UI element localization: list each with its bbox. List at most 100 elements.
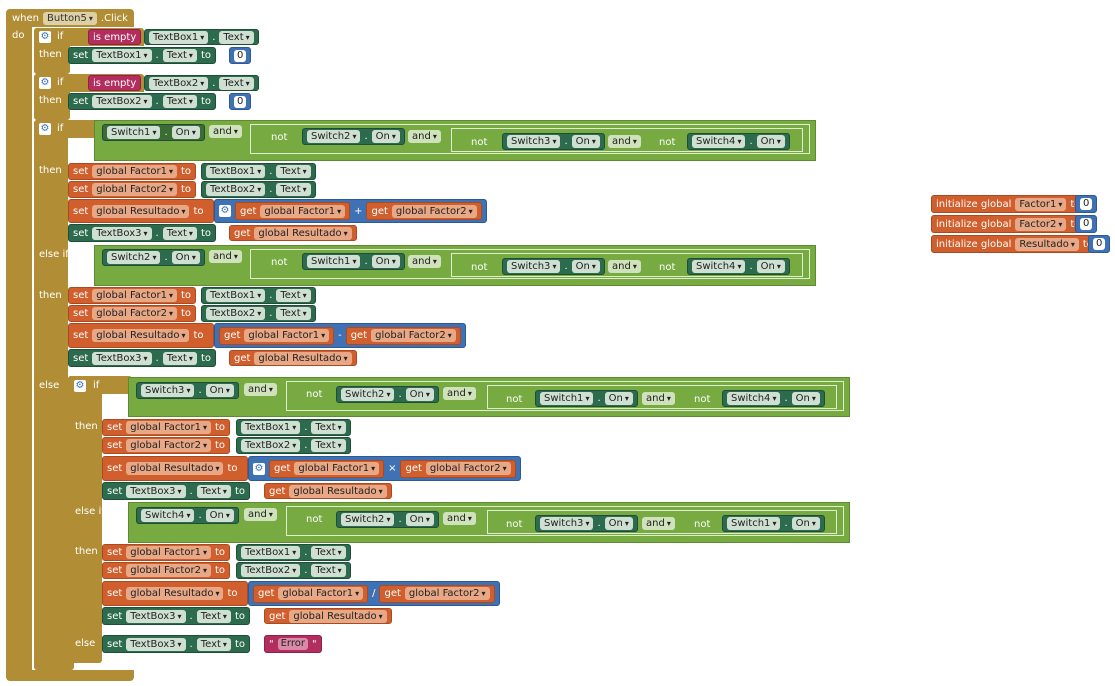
textbox1-text-getter[interactable]: TextBox1.Text bbox=[236, 544, 351, 561]
property-dropdown[interactable]: Text bbox=[219, 76, 254, 90]
variable-dropdown[interactable]: global Resultado bbox=[92, 204, 190, 218]
switch1-on-getter[interactable]: Switch1.On bbox=[722, 515, 825, 532]
switch2-on-getter[interactable]: Switch2.On bbox=[336, 511, 439, 528]
number-value[interactable]: 0 bbox=[234, 49, 247, 62]
number-block[interactable]: 0 bbox=[1088, 235, 1111, 253]
number-block[interactable]: 0 bbox=[1075, 215, 1098, 233]
variable-name-field[interactable]: Factor2 bbox=[1015, 217, 1067, 231]
nested-if-block[interactable] bbox=[68, 376, 102, 663]
textbox1-text-getter[interactable]: TextBox1.Text bbox=[201, 287, 316, 304]
and-dropdown[interactable]: and bbox=[408, 130, 441, 143]
is-empty-block[interactable]: is empty bbox=[88, 29, 142, 45]
property-dropdown[interactable]: Text bbox=[162, 95, 197, 108]
component-dropdown[interactable]: TextBox1 bbox=[149, 30, 209, 44]
and-dropdown[interactable]: and bbox=[244, 383, 277, 396]
and-dropdown[interactable]: and bbox=[408, 255, 441, 268]
number-value[interactable]: 0 bbox=[1093, 238, 1106, 250]
initialize-global-resultado-block[interactable]: initialize global Resultado to bbox=[931, 235, 1098, 253]
property-dropdown[interactable]: On bbox=[171, 126, 200, 139]
switch2-on-getter[interactable]: Switch2.On bbox=[102, 249, 205, 266]
initialize-global-factor2-block[interactable]: initialize global Factor2 to bbox=[931, 215, 1086, 233]
switch4-on-getter[interactable]: Switch4.On bbox=[136, 507, 239, 524]
component-dropdown[interactable]: Switch1 bbox=[107, 126, 161, 139]
mutator-gear-icon[interactable]: ⚙ bbox=[219, 205, 231, 217]
textbox2-text-getter[interactable]: TextBox2.Text bbox=[236, 562, 351, 579]
and-dropdown[interactable]: and bbox=[443, 387, 476, 400]
number-value[interactable]: 0 bbox=[1080, 198, 1093, 210]
switch1-on-getter[interactable]: Switch1.On bbox=[302, 253, 405, 270]
textbox1-text-getter[interactable]: TextBox1.Text bbox=[201, 163, 316, 180]
and-dropdown[interactable]: and bbox=[642, 517, 675, 530]
textbox1-text-getter[interactable]: TextBox1 . Text bbox=[144, 29, 259, 45]
property-dropdown[interactable]: Text bbox=[219, 30, 254, 44]
textbox2-text-getter[interactable]: TextBox2.Text bbox=[201, 181, 316, 198]
and-dropdown[interactable]: and bbox=[443, 512, 476, 525]
set-textbox2-text-block[interactable]: set TextBox2 . Text to bbox=[68, 93, 216, 110]
component-dropdown[interactable]: TextBox2 bbox=[92, 95, 152, 108]
variable-name-field[interactable]: Resultado bbox=[1015, 237, 1079, 251]
and-dropdown[interactable]: and bbox=[608, 135, 641, 148]
is-empty-block[interactable]: is empty bbox=[88, 75, 142, 91]
switch2-on-getter[interactable]: Switch2.On bbox=[336, 386, 439, 403]
switch1-on-getter[interactable]: Switch1 . On bbox=[102, 124, 205, 141]
set-textbox1-text-block[interactable]: set TextBox1 . Text to bbox=[68, 47, 216, 64]
textbox2-text-getter[interactable]: TextBox2 . Text bbox=[144, 75, 259, 91]
switch4-on-getter[interactable]: Switch4.On bbox=[687, 133, 790, 150]
switch4-on-getter[interactable]: Switch4.On bbox=[687, 258, 790, 275]
mutator-gear-icon[interactable]: ⚙ bbox=[253, 462, 265, 475]
mutator-gear-icon[interactable]: ⚙ bbox=[39, 31, 51, 43]
variable-dropdown[interactable]: global Factor1 bbox=[92, 165, 177, 178]
textbox1-text-getter[interactable]: TextBox1.Text bbox=[236, 419, 351, 436]
switch4-on-getter[interactable]: Switch4.On bbox=[722, 390, 825, 407]
mutator-gear-icon[interactable]: ⚙ bbox=[74, 380, 86, 392]
and-dropdown[interactable]: and bbox=[608, 260, 641, 273]
variable-name-field[interactable]: Factor1 bbox=[1015, 197, 1067, 211]
text-string-block[interactable]: " Error " bbox=[264, 635, 322, 653]
textbox2-text-getter[interactable]: TextBox2.Text bbox=[236, 437, 351, 454]
event-component-dropdown[interactable]: Button5 bbox=[43, 11, 97, 25]
mutator-gear-icon[interactable]: ⚙ bbox=[39, 123, 51, 135]
switch3-on-getter[interactable]: Switch3.On bbox=[535, 515, 638, 532]
switch1-on-getter[interactable]: Switch1.On bbox=[535, 390, 638, 407]
error-text-value[interactable]: Error bbox=[277, 638, 308, 650]
and-dropdown[interactable]: and bbox=[244, 508, 277, 521]
variable-dropdown[interactable]: global Factor2 bbox=[92, 183, 177, 196]
switch3-on-getter[interactable]: Switch3.On bbox=[136, 382, 239, 399]
switch3-on-getter[interactable]: Switch3.On bbox=[502, 258, 605, 275]
number-block[interactable]: 0 bbox=[1075, 195, 1098, 213]
initialize-global-factor1-block[interactable]: initialize global Factor1 to bbox=[931, 195, 1086, 213]
and-dropdown[interactable]: and bbox=[209, 125, 242, 138]
and-dropdown[interactable]: and bbox=[642, 392, 675, 405]
if-elseif-else-block[interactable] bbox=[34, 120, 68, 668]
